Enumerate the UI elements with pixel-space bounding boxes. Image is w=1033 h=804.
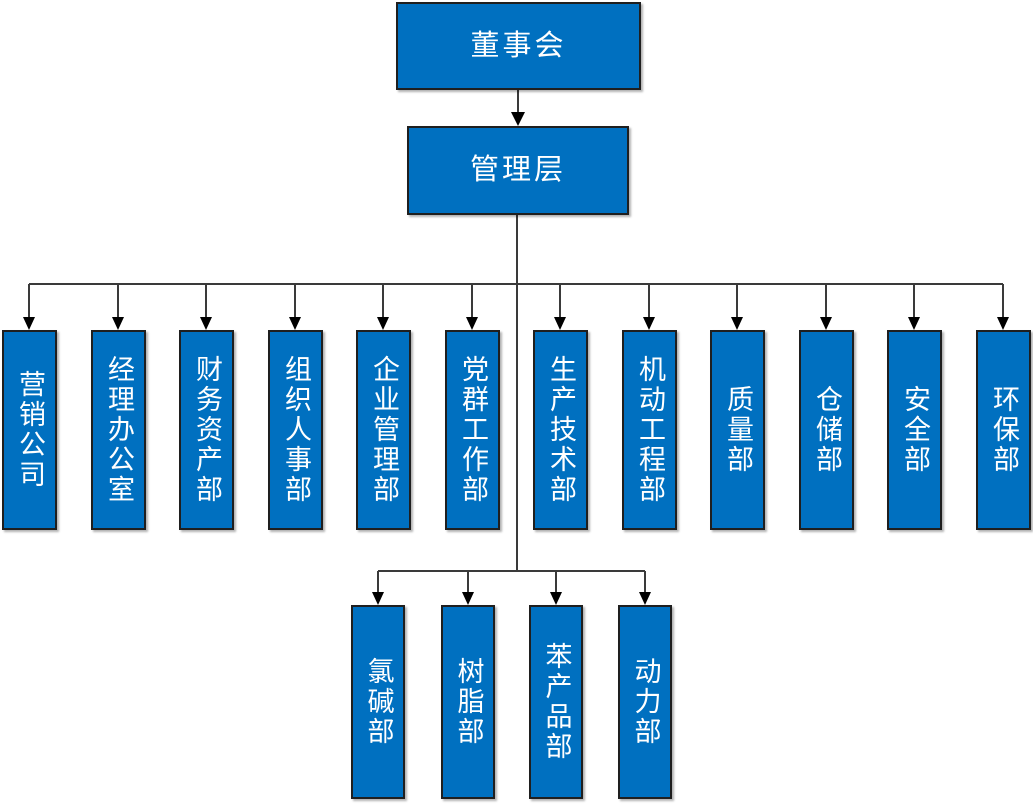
org-box-label: 管理层 bbox=[469, 154, 566, 186]
org-box-unit-power: 动力部 bbox=[618, 605, 672, 799]
org-box-label: 质量部 bbox=[723, 385, 753, 475]
org-box-label: 安全部 bbox=[900, 385, 930, 475]
org-box-label: 氯碱部 bbox=[363, 657, 394, 747]
org-box-dept-production-technology: 生产技术部 bbox=[533, 330, 588, 530]
org-box-label: 组织人事部 bbox=[281, 355, 311, 505]
org-box-label: 机动工程部 bbox=[635, 355, 665, 505]
org-box-unit-resin: 树脂部 bbox=[441, 605, 495, 799]
org-box-dept-quality: 质量部 bbox=[710, 330, 765, 530]
org-box-dept-environmental-protection: 环保部 bbox=[976, 330, 1031, 530]
org-box-label: 动力部 bbox=[630, 657, 661, 747]
org-box-dept-marketing-company: 营销公司 bbox=[2, 330, 57, 530]
org-box-dept-mechanical-engineering: 机动工程部 bbox=[622, 330, 677, 530]
org-box-dept-finance-assets: 财务资产部 bbox=[179, 330, 234, 530]
org-box-dept-party-mass-work: 党群工作部 bbox=[445, 330, 500, 530]
org-box-label: 经理办公室 bbox=[104, 355, 134, 505]
org-box-label: 营销公司 bbox=[15, 370, 45, 490]
org-box-board: 董事会 bbox=[396, 2, 641, 90]
org-box-label: 党群工作部 bbox=[458, 355, 488, 505]
org-box-label: 环保部 bbox=[989, 385, 1019, 475]
org-box-label: 企业管理部 bbox=[369, 355, 399, 505]
org-box-label: 苯产品部 bbox=[541, 642, 572, 762]
org-box-label: 董事会 bbox=[470, 29, 567, 62]
org-box-management: 管理层 bbox=[407, 126, 629, 215]
org-box-dept-safety: 安全部 bbox=[887, 330, 942, 530]
org-box-label: 仓储部 bbox=[812, 385, 842, 475]
org-box-label: 生产技术部 bbox=[546, 355, 576, 505]
org-box-unit-benzene-products: 苯产品部 bbox=[529, 605, 583, 799]
org-box-label: 树脂部 bbox=[453, 657, 484, 747]
org-box-label: 财务资产部 bbox=[192, 355, 222, 505]
org-box-dept-organization-personnel: 组织人事部 bbox=[268, 330, 323, 530]
org-box-dept-warehouse: 仓储部 bbox=[799, 330, 854, 530]
org-box-unit-chlor-alkali: 氯碱部 bbox=[351, 605, 405, 799]
org-box-dept-manager-office: 经理办公室 bbox=[91, 330, 146, 530]
org-box-dept-enterprise-management: 企业管理部 bbox=[356, 330, 411, 530]
